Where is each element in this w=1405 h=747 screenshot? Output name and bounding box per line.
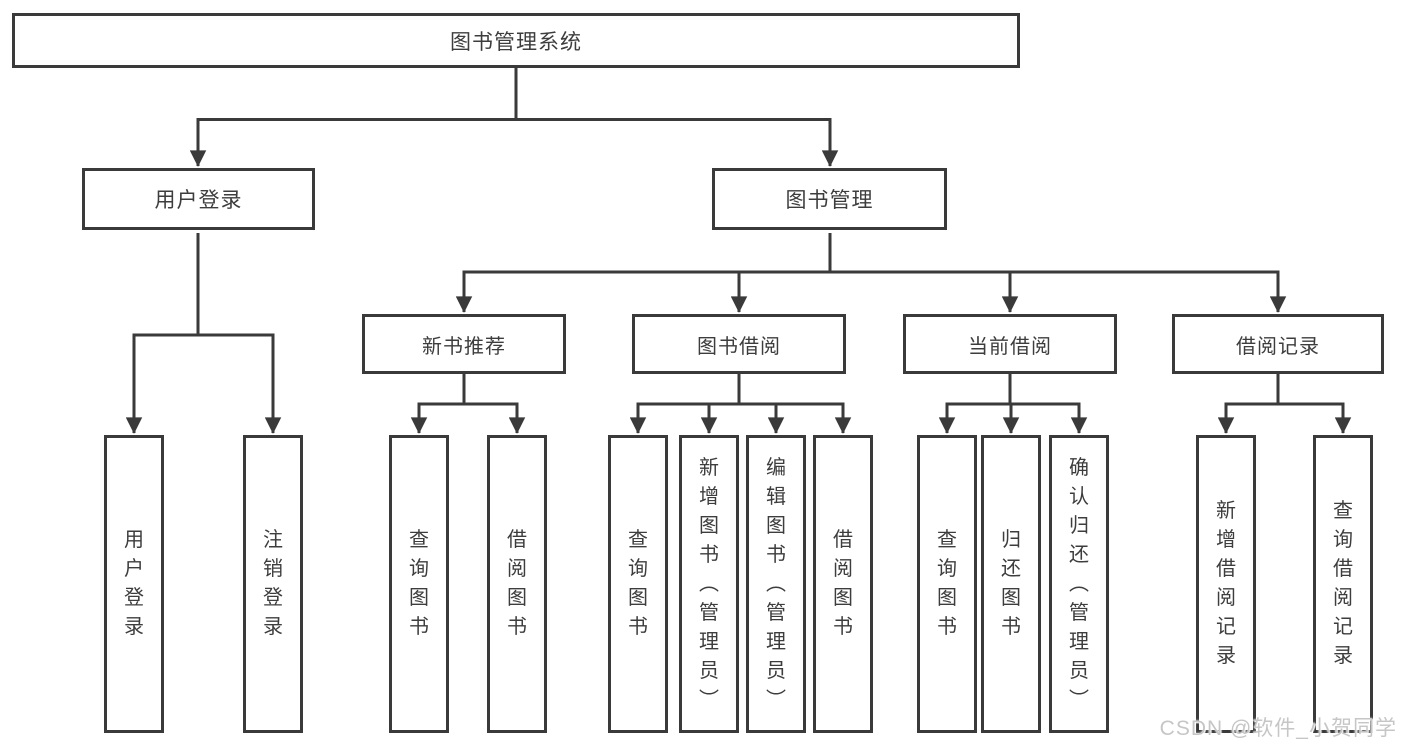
leaf-logout: 注 销 登 录 (243, 435, 303, 733)
node-new-book-recommend: 新书推荐 (362, 314, 566, 374)
leaf-user-login: 用 户 登 录 (104, 435, 164, 733)
node-library-management-system: 图书管理系统 (12, 13, 1020, 68)
leaf-confirm-return-admin: 确 认 归 还 ︵ 管 理 员 ︶ (1049, 435, 1109, 733)
leaf-borrow-books: 借 阅 图 书 (813, 435, 873, 733)
leaf-query-borrow-record: 查 询 借 阅 记 录 (1313, 435, 1373, 733)
leaf-add-borrow-record: 新 增 借 阅 记 录 (1196, 435, 1256, 733)
node-book-management: 图书管理 (712, 168, 947, 230)
node-book-borrow: 图书借阅 (632, 314, 846, 374)
csdn-watermark: CSDN @软件_小贺同学 (1159, 717, 1397, 740)
leaf-query-books-borrow: 查 询 图 书 (608, 435, 668, 733)
leaf-borrow-books-recommend: 借 阅 图 书 (487, 435, 547, 733)
leaf-query-books-recommend: 查 询 图 书 (389, 435, 449, 733)
leaf-edit-book-admin: 编 辑 图 书 ︵ 管 理 员 ︶ (746, 435, 806, 733)
leaf-return-books: 归 还 图 书 (981, 435, 1041, 733)
node-current-borrow: 当前借阅 (903, 314, 1117, 374)
leaf-query-books-current: 查 询 图 书 (917, 435, 977, 733)
node-user-login: 用户登录 (82, 168, 315, 230)
node-borrow-records: 借阅记录 (1172, 314, 1384, 374)
leaf-add-book-admin: 新 增 图 书 ︵ 管 理 员 ︶ (679, 435, 739, 733)
